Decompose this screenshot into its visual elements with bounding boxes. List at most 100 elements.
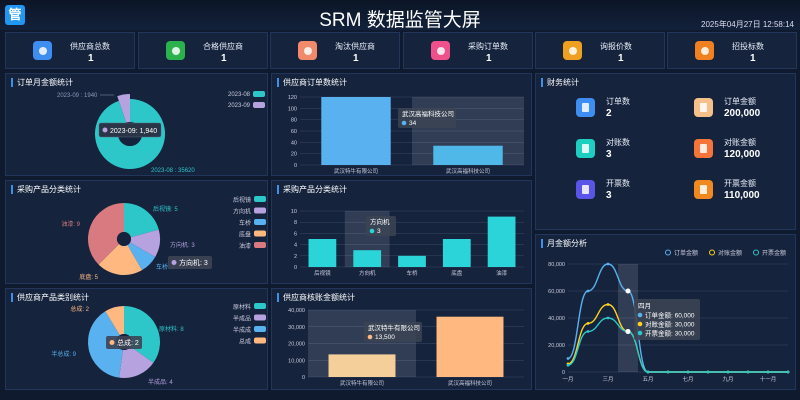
supplier-order-chart: 020406080100120武汉特牛有限公司武汉高福科技公司武汉高福科技公司3… bbox=[288, 95, 524, 175]
pie-outer-label: 2023-09 : 1940 bbox=[57, 93, 98, 99]
pie-outer-label: 原材料: 8 bbox=[159, 325, 184, 333]
cart-icon bbox=[431, 41, 450, 60]
y-tick-label: 20,000 bbox=[288, 342, 305, 348]
chart-tooltip bbox=[364, 322, 422, 342]
pie-slice bbox=[124, 203, 159, 238]
legend-marker bbox=[753, 249, 759, 256]
kpi-card-supplier-total[interactable]: 供应商总数 1 bbox=[5, 32, 135, 69]
kpi-card-purchase-orders[interactable]: 采购订单数 1 bbox=[403, 32, 533, 69]
eliminated-icon bbox=[298, 41, 317, 60]
kpi-card-quotes[interactable]: 询报价数 1 bbox=[535, 32, 665, 69]
legend-label: 车桥 bbox=[239, 219, 251, 227]
tooltip-text: 2023-09: 1,940 bbox=[110, 128, 157, 135]
kpi-label: 供应商总数 bbox=[70, 42, 110, 51]
tooltip-row: 开票金额: 30,000 bbox=[645, 329, 695, 338]
kpi-value: 1 bbox=[221, 53, 227, 64]
legend-label: 订单金额 bbox=[674, 249, 698, 257]
y-tick-label: 0 bbox=[294, 163, 297, 169]
bar bbox=[398, 255, 426, 267]
bar bbox=[442, 239, 471, 267]
finance-item-invoice-amount[interactable]: 开票金额 110,000 bbox=[694, 176, 800, 210]
data-point bbox=[606, 316, 610, 320]
panel-title: 供应商订单数统计 bbox=[277, 78, 347, 87]
legend-label: 半成品 bbox=[233, 315, 251, 323]
kpi-value: 1 bbox=[750, 53, 756, 64]
data-point bbox=[786, 370, 790, 374]
data-point bbox=[606, 262, 610, 266]
finance-item-orders[interactable]: 订单数 2 bbox=[576, 94, 706, 128]
kpi-card-eliminated-supplier[interactable]: 淘汰供应商 1 bbox=[270, 32, 400, 69]
pie-outer-label: 半成品: 4 bbox=[148, 378, 173, 386]
kpi-label: 合格供应商 bbox=[203, 42, 243, 51]
panel-title: 订单月金额统计 bbox=[11, 78, 73, 87]
legend-label: 2023-08 bbox=[228, 92, 251, 98]
y-tick-label: 80,000 bbox=[548, 262, 565, 268]
kpi-value: 1 bbox=[353, 53, 359, 64]
x-tick-label: 一月 bbox=[562, 376, 573, 383]
finance-value: 3 bbox=[606, 190, 612, 201]
data-point bbox=[706, 370, 710, 374]
finance-item-reconciliations[interactable]: 对账数 3 bbox=[576, 135, 706, 169]
x-tick-label: 九月 bbox=[722, 375, 733, 383]
legend-swatch bbox=[254, 337, 266, 344]
legend-swatch bbox=[253, 102, 265, 108]
panel-title: 采购产品分类统计 bbox=[11, 185, 81, 194]
legend-swatch bbox=[254, 207, 266, 214]
monthly-line-chart: 020,00040,00060,00080,000一月三月五月七月九月十一月订单… bbox=[548, 249, 790, 383]
chart-legend[interactable]: 2023-08 2023-09 bbox=[228, 91, 265, 109]
finance-item-reconcile-amount[interactable]: 对账金额 120,000 bbox=[694, 135, 800, 169]
tooltip-title: 武汉高福科技公司 bbox=[402, 109, 454, 118]
y-tick-label: 20 bbox=[291, 152, 297, 158]
bar bbox=[321, 97, 391, 165]
bid-icon bbox=[695, 41, 714, 60]
tooltip-dot bbox=[637, 321, 643, 327]
tooltip-dot bbox=[369, 228, 375, 234]
legend-swatch bbox=[254, 219, 266, 225]
pie-outer-label: 底盘: 5 bbox=[79, 273, 98, 281]
tooltip-dot bbox=[171, 260, 177, 265]
x-tick-label: 武汉特牛有限公司 bbox=[340, 379, 384, 387]
chart-tooltip bbox=[168, 256, 212, 269]
kpi-card-bids[interactable]: 招投标数 1 bbox=[667, 32, 797, 69]
finance-item-order-amount[interactable]: 订单金额 200,000 bbox=[694, 94, 800, 128]
legend-swatch bbox=[254, 314, 266, 321]
tooltip-title: 武汉特牛有限公司 bbox=[368, 323, 420, 332]
tooltip-text: 总成: 2 bbox=[117, 338, 139, 347]
data-point bbox=[746, 370, 750, 374]
y-tick-label: 40 bbox=[291, 140, 297, 146]
panel-title: 采购产品分类统计 bbox=[277, 185, 347, 194]
finance-value: 3 bbox=[606, 149, 612, 160]
y-tick-label: 4 bbox=[294, 243, 297, 249]
panel-title: 月金额分析 bbox=[541, 239, 587, 248]
data-point bbox=[766, 370, 770, 374]
x-tick-label: 武汉高福科技公司 bbox=[446, 167, 490, 175]
finance-label: 订单金额 bbox=[724, 97, 756, 106]
highlight-point bbox=[625, 329, 631, 334]
finance-item-invoices[interactable]: 开票数 3 bbox=[576, 176, 706, 210]
pie-slice bbox=[130, 229, 160, 257]
x-tick-label: 车桥 bbox=[406, 269, 418, 277]
order-month-chart: 2023-09: 1,940 2023-08 2023-09 2023-09 :… bbox=[57, 91, 265, 174]
data-point bbox=[586, 330, 590, 333]
data-point bbox=[666, 370, 670, 374]
tooltip-dot bbox=[367, 334, 373, 340]
bar bbox=[353, 250, 382, 267]
pie-outer-label: 车桥: 2 bbox=[156, 263, 175, 271]
tooltip-row: 订单金额: 60,000 bbox=[645, 311, 695, 320]
kpi-card-qualified-supplier[interactable]: 合格供应商 1 bbox=[138, 32, 268, 69]
tooltip-title: 方向机 bbox=[370, 217, 390, 226]
bar bbox=[433, 145, 503, 165]
chart-tooltip bbox=[98, 122, 162, 138]
y-tick-label: 120 bbox=[288, 95, 297, 101]
app-logo[interactable]: 管 bbox=[5, 5, 25, 25]
y-tick-label: 10 bbox=[291, 209, 297, 215]
pie-slice bbox=[105, 306, 124, 336]
y-tick-label: 0 bbox=[562, 370, 565, 376]
legend-swatch bbox=[254, 230, 266, 237]
tooltip-title: 四月 bbox=[638, 302, 651, 310]
panel-title: 财务统计 bbox=[541, 78, 579, 87]
